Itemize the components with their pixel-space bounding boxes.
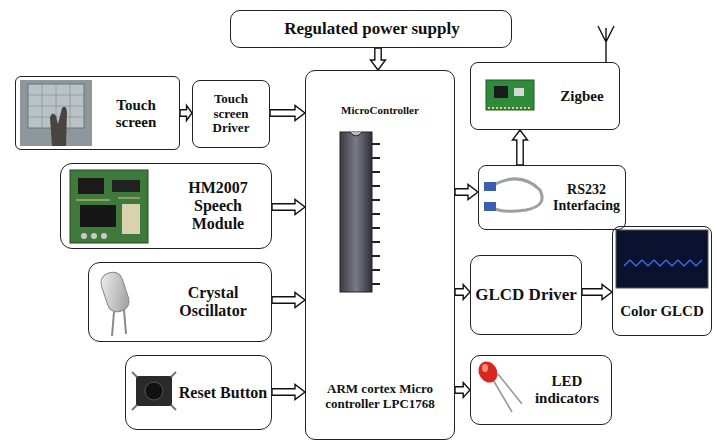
block-arrow: [455, 285, 470, 300]
speech-module-photo: [70, 170, 148, 243]
block-arrow: [272, 200, 305, 215]
component-label: Reset Button: [178, 360, 268, 425]
block-arrow: [455, 185, 478, 200]
component-label: HM2007 Speech Module: [169, 168, 267, 244]
zigbee-photo: [480, 72, 542, 116]
component-box: Color GLCD: [612, 226, 712, 336]
block-arrow: [371, 48, 386, 70]
component-box: Touch screen Driver: [192, 80, 270, 148]
component-label: Touch screen Driver: [195, 83, 267, 145]
component-label: Crystal Oscillator: [159, 267, 267, 337]
reset-button-photo: [132, 372, 176, 410]
component-box: RS232 Interfacing: [478, 165, 626, 230]
component-box: Crystal Oscillator: [88, 262, 272, 342]
component-box: Regulated power supply: [230, 10, 512, 48]
block-arrow: [582, 285, 612, 300]
component-box: GLCD Driver: [470, 255, 582, 335]
block-arrow: [455, 383, 470, 398]
antenna-symbol: [598, 26, 614, 62]
component-box: LED indicators: [470, 355, 612, 425]
component-box: Touch screen: [15, 76, 180, 150]
block-arrow: [513, 130, 528, 165]
glcd-screen-photo: [616, 230, 708, 288]
component-label: MicroController: [314, 101, 446, 119]
component-label: Regulated power supply: [231, 11, 513, 46]
crystal-photo: [98, 270, 131, 336]
component-box: HM2007 Speech Module: [60, 163, 272, 249]
touch-screen-photo: [20, 80, 92, 146]
component-label: GLCD Driver: [475, 260, 577, 330]
led-photo: [475, 358, 522, 412]
component-box: MicroControllerARM cortex Micro controll…: [305, 70, 455, 440]
component-caption: ARM cortex Micro controller LPC1768: [311, 361, 449, 433]
component-label: Touch screen: [96, 81, 176, 147]
chip-symbol: [340, 132, 380, 292]
component-box: Reset Button: [125, 355, 272, 430]
component-box: Zigbee: [470, 62, 620, 130]
block-arrow: [272, 385, 305, 400]
component-label: Zigbee: [547, 67, 617, 125]
block-arrow: [180, 106, 192, 121]
block-arrow: [272, 293, 305, 308]
component-label: LED indicators: [527, 360, 607, 420]
rs232-cable-photo: [484, 179, 542, 211]
component-label: RS232 Interfacing: [549, 169, 624, 226]
component-label: Color GLCD: [615, 289, 709, 333]
block-arrow: [270, 106, 305, 121]
